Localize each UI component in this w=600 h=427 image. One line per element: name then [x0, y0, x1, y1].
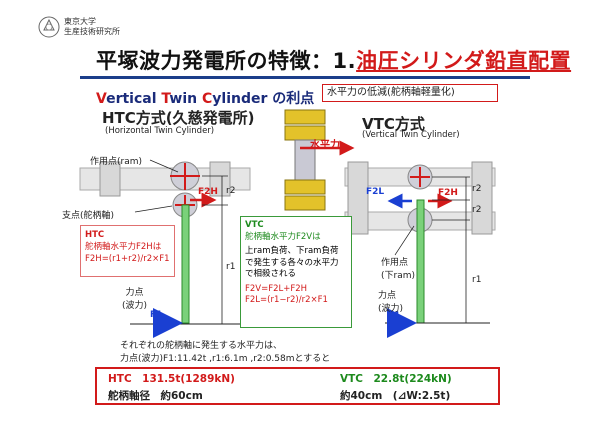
vtc-box-line3: 上ram負荷、下ram負荷	[245, 246, 339, 256]
heading-part: C	[201, 91, 213, 107]
heading-part: V	[96, 91, 107, 107]
title-underline	[80, 76, 530, 79]
heading-part: win	[169, 91, 202, 107]
label-vtc-f2h: F2H	[438, 188, 458, 198]
htc-subtitle: (Horizontal Twin Cylinder)	[105, 126, 215, 136]
label-force-point: 力点 (波力)	[122, 285, 147, 311]
result-htc: HTC 131.5t(1289kN)	[108, 373, 235, 385]
vtc-box-line4: で発生する各々の水平力	[245, 257, 339, 268]
vtc-box-line2: 舵柄軸水平力F2Vは	[245, 231, 321, 242]
htc-box-line2: 舵柄軸水平力F2Hは	[85, 242, 162, 252]
note-text: それぞれの舵柄軸に発生する水平力は、 力点(波力)F1:11.42t ,r1:6…	[120, 340, 330, 366]
vtc-subtitle: (Vertical Twin Cylinder)	[362, 130, 460, 140]
htc-box-title: HTC	[85, 230, 105, 240]
result-vtc-diameter: 約40cm (⊿W:2.5t)	[340, 390, 451, 402]
logo-line1: 東京大学	[64, 17, 96, 26]
label-htc-r2: r2	[226, 186, 236, 196]
htc-cylinder	[79, 161, 251, 218]
page-title: 平塚波力発電所の特徴：1.油圧シリンダ鉛直配置	[96, 45, 571, 75]
vtc-box-formula2: F2L=(r1−r2)/r2×F1	[245, 295, 328, 305]
heading-part: ertical	[106, 91, 162, 107]
leader-line	[134, 205, 173, 213]
htc-arm	[181, 204, 190, 324]
label-vtc-force: 力点 (波力)	[378, 288, 403, 314]
label-vtc-f1: F1	[388, 311, 401, 321]
label-vtc-r1: r1	[472, 275, 482, 285]
htc-dimensions	[202, 175, 228, 324]
vtc-info-box: VTC 舵柄軸水平力F2Vは 上ram負荷、下ram負荷 で発生する各々の水平力…	[240, 216, 352, 328]
label-fulcrum: 支点(舵柄軸)	[62, 211, 115, 221]
center-cylinder	[284, 109, 326, 211]
label-vtc-action: 作用点 (下ram)	[381, 255, 415, 281]
vtc-force-line2: (波力)	[378, 304, 404, 314]
label-action-point: 作用点(ram)	[90, 157, 143, 167]
vtc-arm	[416, 199, 425, 324]
vtc-action-line2: (下ram)	[381, 271, 416, 281]
note-line2: 力点(波力)F1:11.42t ,r1:6.1m ,r2:0.58mとすると	[120, 354, 331, 364]
vtc-box-title: VTC	[245, 220, 264, 230]
force-point-line1: 力点	[125, 288, 144, 298]
vtc-title: VTC方式	[362, 115, 425, 133]
label-vtc-r2b: r2	[472, 205, 482, 215]
result-htc-diameter: 舵柄軸径 約60cm	[108, 390, 203, 402]
ginkgo-seal-icon	[38, 16, 60, 38]
label-htc-f2h: F2H	[198, 187, 218, 197]
htc-info-box: HTC 舵柄軸水平力F2Hは F2H=(r1+r2)/r2×F1	[80, 225, 175, 277]
heading-part: T	[161, 91, 170, 107]
label-htc-r1: r1	[226, 262, 236, 272]
reduce-box: 水平力の低減(舵柄軸軽量化)	[322, 84, 498, 102]
htc-box-formula: F2H=(r1+r2)/r2×F1	[85, 254, 170, 264]
vtc-force-line1: 力点	[378, 291, 397, 301]
logo-text: 東京大学 生産技術研究所	[64, 17, 120, 37]
leader-line	[149, 159, 179, 173]
university-logo	[38, 16, 60, 38]
force-point-line2: (波力)	[122, 301, 148, 311]
title-main: 平塚波力発電所の特徴：1.	[96, 49, 357, 73]
vtc-heading: Vertical Twin Cylinder の利点	[96, 88, 314, 108]
note-line1: それぞれの舵柄軸に発生する水平力は、	[120, 341, 283, 351]
label-f1: F1	[150, 310, 163, 320]
vtc-box-line5: で相殺される	[245, 269, 297, 279]
vtc-box-formula1: F2V=F2L+F2H	[245, 283, 308, 294]
title-highlight: 油圧シリンダ鉛直配置	[356, 49, 572, 73]
vtc-action-line1: 作用点	[381, 258, 409, 268]
result-box	[95, 367, 500, 405]
leader-line	[394, 225, 415, 256]
result-vtc: VTC 22.8t(224kN)	[340, 373, 452, 385]
heading-part: ylinder の利点	[212, 91, 315, 107]
logo-line2: 生産技術研究所	[64, 27, 120, 36]
vtc-dimensions	[432, 176, 470, 323]
label-vtc-f2l: F2L	[366, 187, 385, 197]
label-vtc-r2a: r2	[472, 184, 482, 194]
htc-title: HTC方式(久慈発電所)	[102, 109, 255, 127]
label-hforce: 水平力	[310, 140, 340, 151]
